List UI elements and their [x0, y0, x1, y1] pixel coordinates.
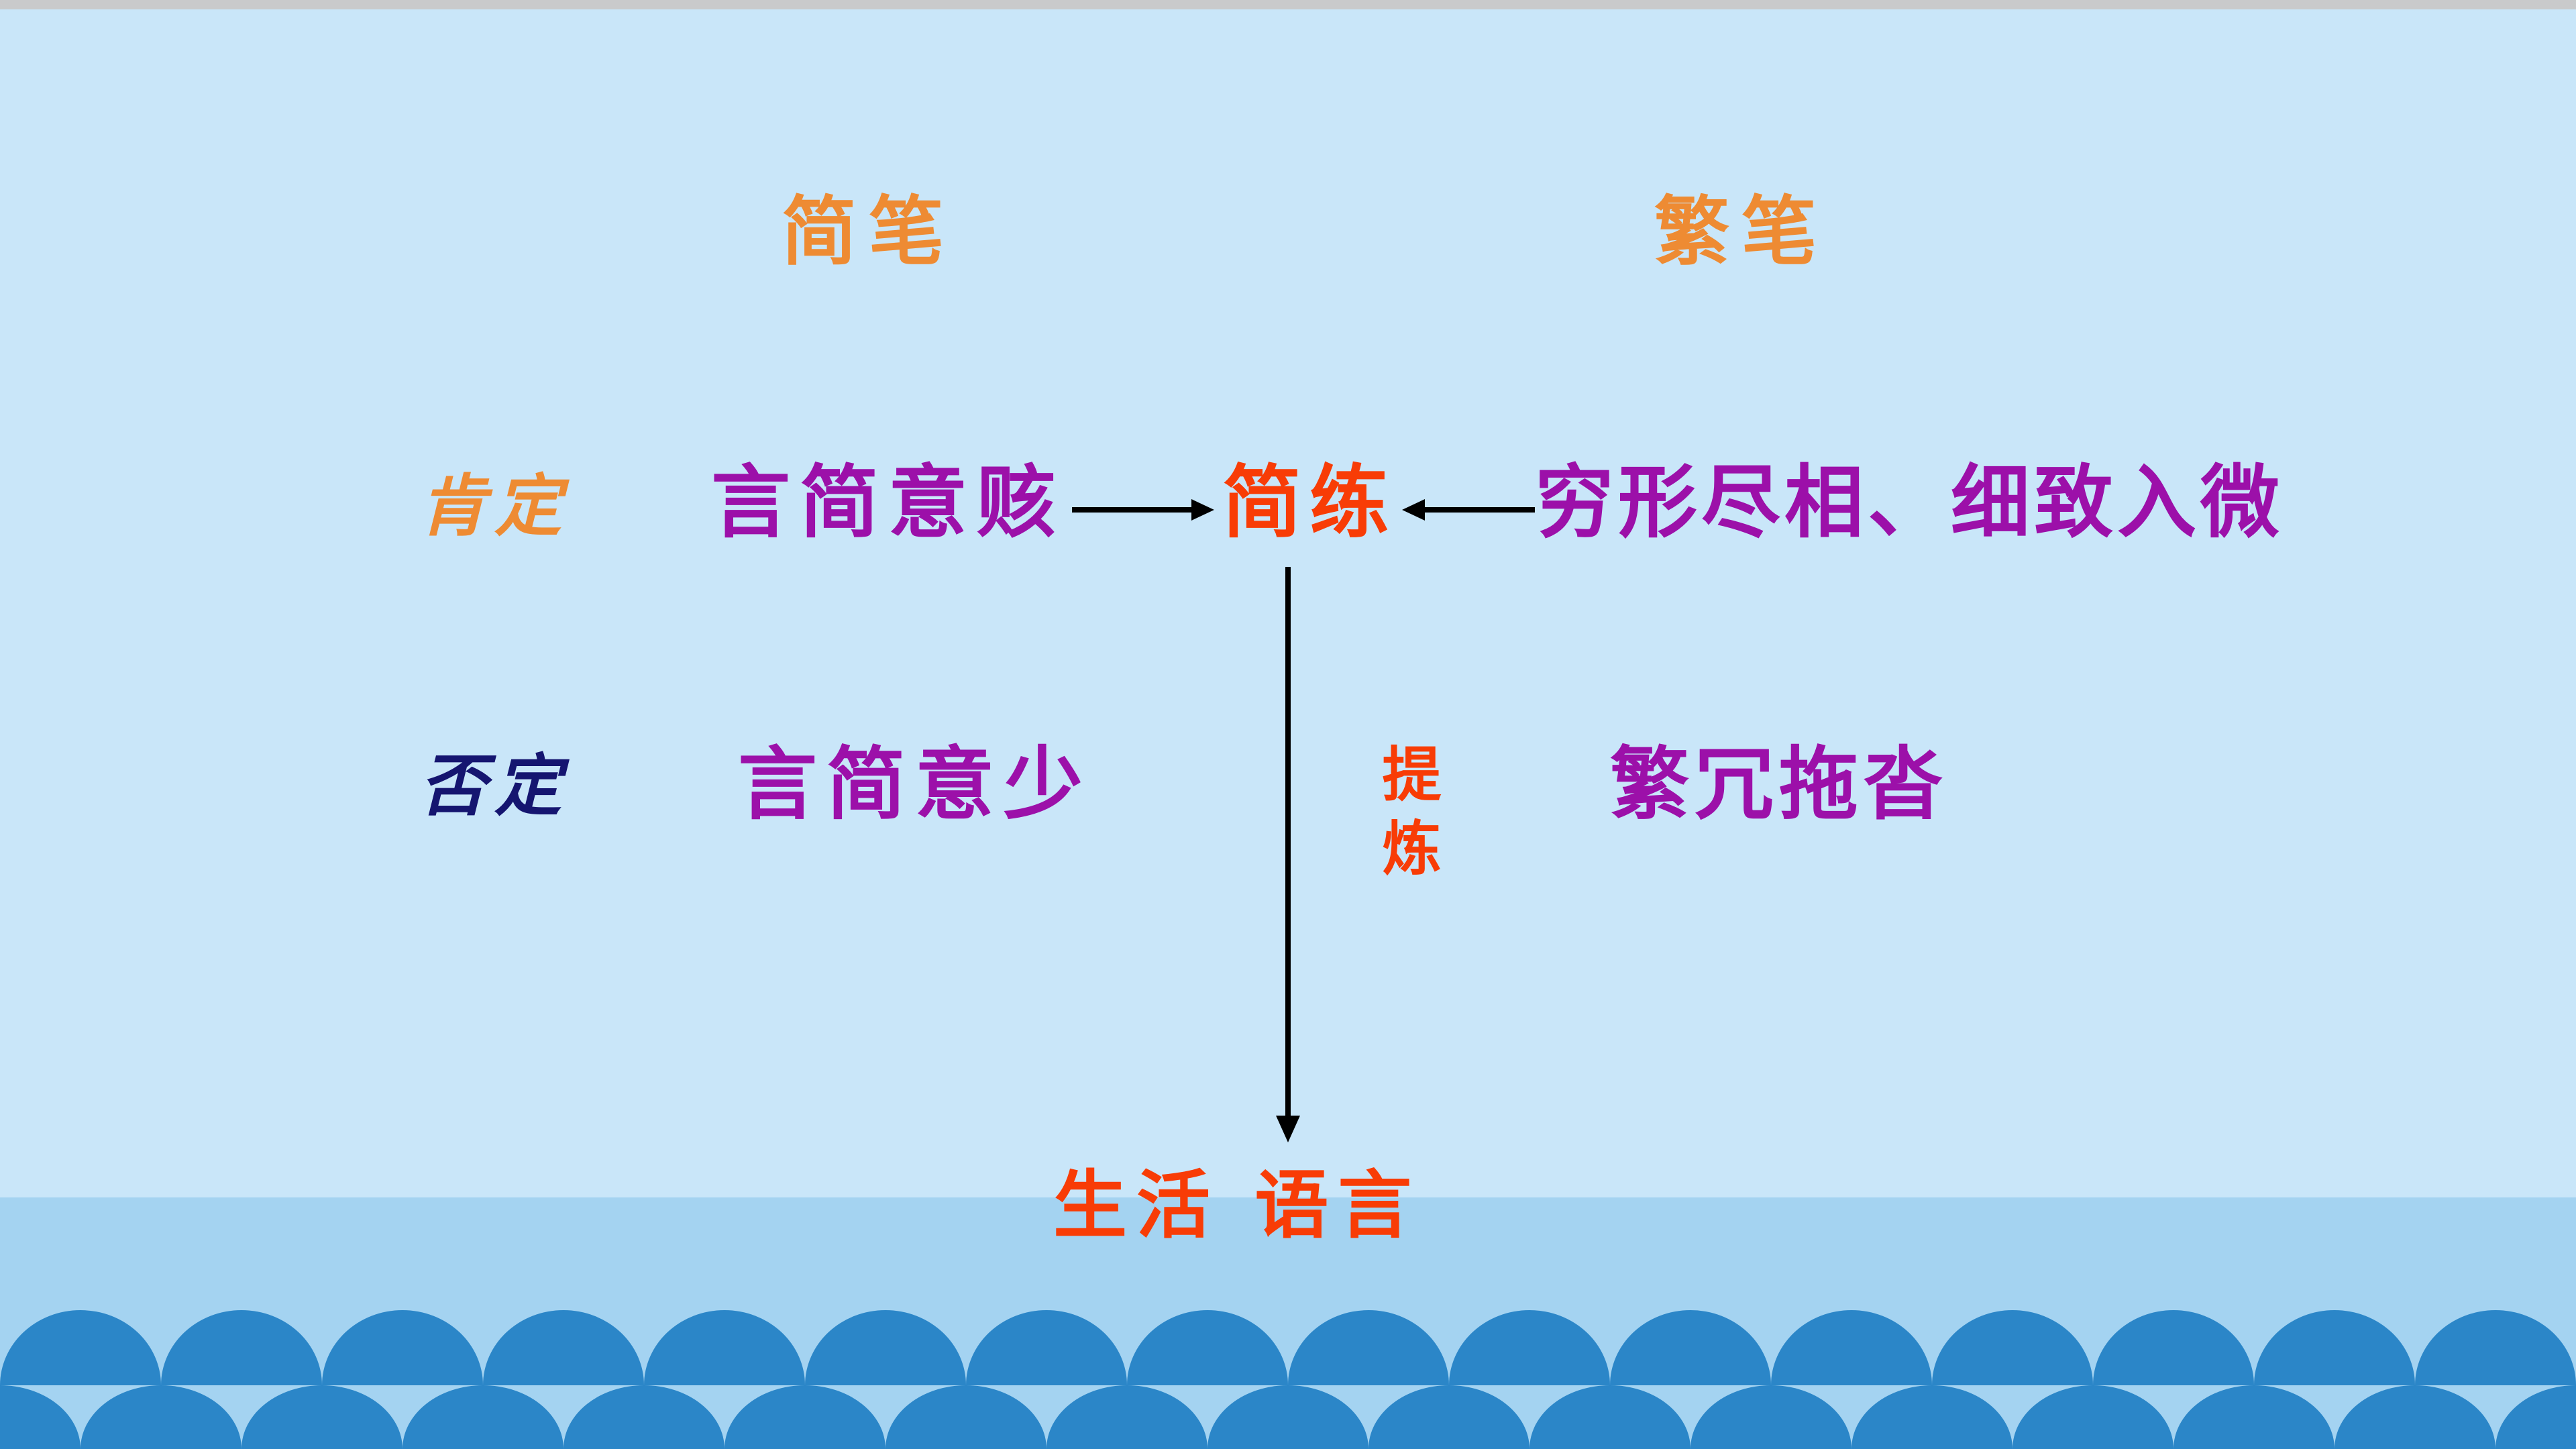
scallop-shape — [402, 1385, 564, 1449]
scallop-shape — [724, 1385, 885, 1449]
term-negative-left: 言简意少 — [738, 738, 1093, 830]
scallop-shape — [1288, 1310, 1449, 1385]
scallop-shape — [80, 1385, 241, 1449]
scallop-shape — [2415, 1310, 2576, 1385]
scallop-shape — [2174, 1385, 2334, 1449]
arrow-left-icon — [1402, 499, 1535, 521]
scallop-shape — [241, 1385, 402, 1449]
scallop-shape — [1208, 1385, 1368, 1449]
scallop-shape — [2254, 1310, 2415, 1385]
scallop-shape — [0, 1385, 80, 1449]
window-chrome-bar — [0, 0, 2576, 9]
scallop-decoration-lower-row — [0, 1385, 2576, 1449]
term-vertical-refine: 提炼 — [1373, 743, 1442, 891]
scallop-decoration-upper-row — [0, 1310, 2576, 1385]
scallop-shape — [1368, 1385, 1529, 1449]
scallop-shape — [644, 1310, 805, 1385]
scallop-shape — [322, 1310, 483, 1385]
term-affirmative-left: 言简意赅 — [711, 456, 1066, 549]
arrow-down-icon — [1276, 567, 1300, 1142]
row-label-affirmative: 肯定 — [419, 467, 570, 545]
scallop-shape — [2012, 1385, 2174, 1449]
scallop-shape — [1932, 1310, 2093, 1385]
scallop-shape — [805, 1310, 966, 1385]
arrow-right-icon — [1072, 499, 1214, 521]
scallop-shape — [0, 1310, 161, 1385]
scallop-shape — [1449, 1310, 1610, 1385]
scallop-shape — [161, 1310, 322, 1385]
term-affirmative-center: 简练 — [1222, 456, 1397, 549]
scallop-shape — [483, 1310, 644, 1385]
row-label-negative: 否定 — [419, 747, 570, 825]
term-negative-right: 繁冗拖沓 — [1610, 738, 1949, 830]
scallop-shape — [1127, 1310, 1288, 1385]
scallop-shape — [1046, 1385, 1208, 1449]
conclusion-text: 生活 语言 — [1053, 1163, 1421, 1248]
scallop-shape — [2334, 1385, 2496, 1449]
scallop-shape — [1851, 1385, 2012, 1449]
scallop-shape — [1529, 1385, 1690, 1449]
scallop-shape — [966, 1310, 1127, 1385]
scallop-shape — [1610, 1310, 1771, 1385]
scallop-shape — [1690, 1385, 1851, 1449]
column-header-simple-strokes: 简笔 — [782, 189, 956, 276]
term-affirmative-right: 穷形尽相、细致入微 — [1535, 456, 2284, 549]
scallop-shape — [564, 1385, 724, 1449]
scallop-shape — [2496, 1385, 2576, 1449]
column-header-complex-strokes: 繁笔 — [1654, 189, 1829, 276]
scallop-shape — [885, 1385, 1046, 1449]
scallop-shape — [2093, 1310, 2254, 1385]
scallop-shape — [1771, 1310, 1932, 1385]
